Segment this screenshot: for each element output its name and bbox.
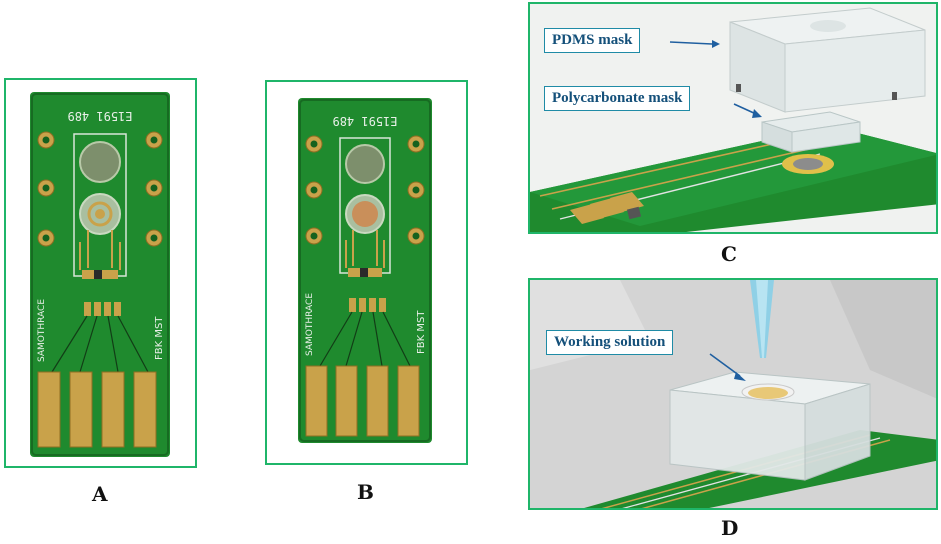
callout-polycarbonate-mask: Polycarbonate mask — [544, 86, 691, 111]
deposition-illustration — [530, 280, 936, 508]
board-text-right-a: FBK MST — [154, 316, 165, 360]
panel-label-b: B — [357, 480, 374, 504]
callout-pdms-mask: PDMS mask — [544, 28, 641, 53]
panel-d-frame: Working solution — [528, 278, 938, 510]
board-text-right-b: FBK MST — [416, 310, 427, 354]
pcb-board-a: E1591 489 SAMOTHRACE FBK MST — [30, 92, 170, 457]
panel-c-frame: PDMS mask Polycarbonate mask — [528, 2, 938, 234]
assembly-illustration — [530, 4, 936, 232]
board-serial-b: E1591 489 — [332, 114, 397, 128]
board-text-left-b: SAMOTHRACE — [305, 293, 315, 356]
board-serial-a: E1591 489 — [67, 109, 132, 123]
board-text-left-a: SAMOTHRACE — [37, 299, 47, 362]
callout-working-solution: Working solution — [546, 330, 674, 355]
panel-label-c: C — [721, 242, 737, 266]
pcb-board-b: E1591 489 SAMOTHRACE FBK MST — [298, 98, 432, 443]
panel-label-d: D — [721, 516, 739, 540]
panel-label-a: A — [92, 482, 108, 506]
